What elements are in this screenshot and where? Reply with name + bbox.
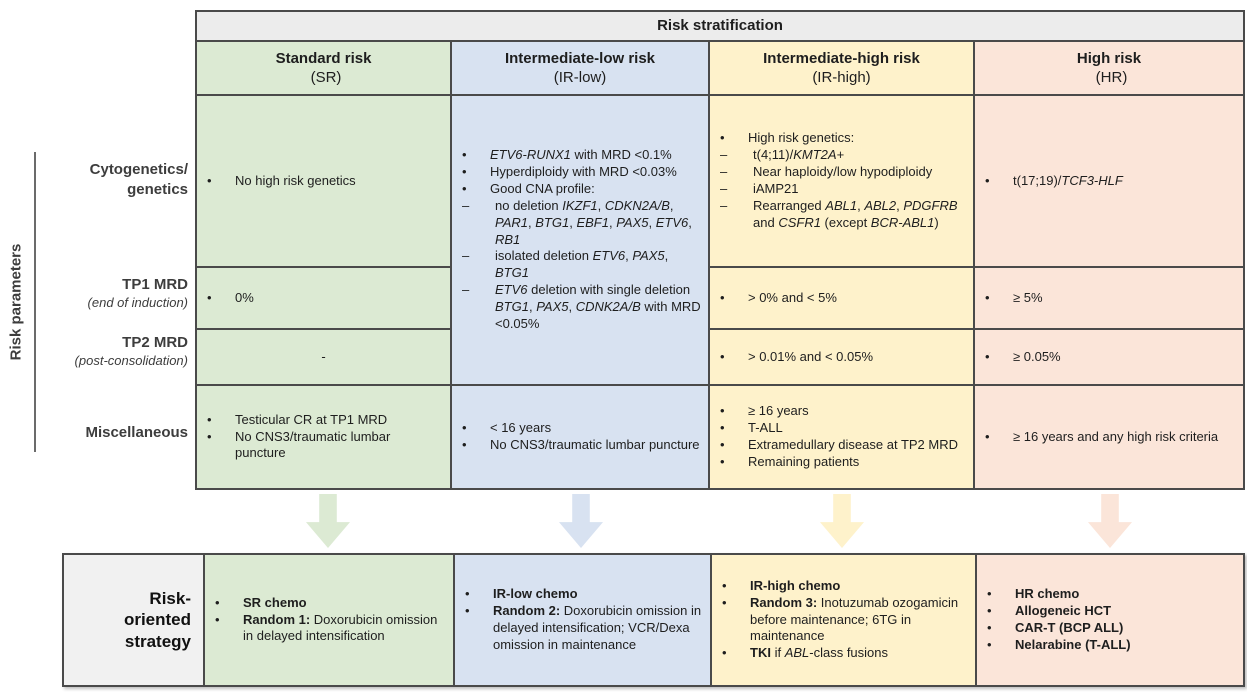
column-header-high-risk: High risk(HR) [975,42,1243,94]
cell-hr-cytogenetics: •t(17;19)/TCF3-HLF [975,96,1243,266]
cell-hr-strategy: •HR chemo•Allogeneic HCT•CAR-T (BCP ALL)… [977,555,1243,685]
down-arrow-irlow-icon [559,494,603,548]
cell-irlow-cytogenetics-mrd-merged: •ETV6-RUNX1 with MRD <0.1%•Hyperdiploidy… [452,96,708,384]
cell-irhigh-tp1: •> 0% and < 5% [710,268,973,328]
down-arrow-hr-icon [1088,494,1132,548]
strategy-row-label: Risk-oriented strategy [64,555,203,685]
cell-sr-strategy: •SR chemo•Random 1: Doxorubicin omission… [205,555,453,685]
risk-parameters-axis-line [34,152,36,452]
risk-oriented-strategy-table: Risk-oriented strategy •SR chemo•Random … [62,553,1245,687]
row-label-cytogenetics-line1: Cytogenetics/ [89,161,188,178]
column-header-standard-risk: Standard risk(SR) [197,42,450,94]
row-label-tp1-mrd: TP1 MRD (end of induction) [87,276,188,310]
cell-hr-tp2: •≥ 0.05% [975,330,1243,384]
cell-irlow-strategy: •IR-low chemo•Random 2: Doxorubicin omis… [455,555,710,685]
column-header-intermediate-low-risk: Intermediate-low risk(IR-low) [452,42,708,94]
cell-hr-tp1: •≥ 5% [975,268,1243,328]
cell-sr-tp2: - [197,330,450,384]
risk-parameters-axis-label: Risk parameters [7,243,25,361]
table-title: Risk stratification [197,12,1243,40]
cell-irhigh-cytogenetics: •High risk genetics:–t(4;11)/KMT2A+–Near… [710,96,973,266]
cell-irlow-miscellaneous: •< 16 years•No CNS3/traumatic lumbar pun… [452,386,708,488]
cell-irhigh-miscellaneous: •≥ 16 years•T-ALL•Extramedullary disease… [710,386,973,488]
cell-irhigh-strategy: •IR-high chemo•Random 3: Inotuzumab ozog… [712,555,975,685]
cell-sr-tp1: •0% [197,268,450,328]
row-label-cytogenetics: Cytogenetics/ genetics [40,160,188,199]
cell-sr-cytogenetics: •No high risk genetics [197,96,450,266]
column-header-intermediate-high-risk: Intermediate-high risk(IR-high) [710,42,973,94]
cell-sr-miscellaneous: •Testicular CR at TP1 MRD•No CNS3/trauma… [197,386,450,488]
down-arrow-sr-icon [306,494,350,548]
cell-hr-miscellaneous: •≥ 16 years and any high risk criteria [975,386,1243,488]
row-label-miscellaneous: Miscellaneous [85,424,188,441]
risk-stratification-table: Risk stratification Standard risk(SR) In… [195,10,1245,490]
row-label-cytogenetics-line2: genetics [127,180,188,198]
cell-irhigh-tp2: •> 0.01% and < 0.05% [710,330,973,384]
down-arrow-irhigh-icon [820,494,864,548]
row-label-tp2-mrd: TP2 MRD (post-consolidation) [74,334,188,368]
